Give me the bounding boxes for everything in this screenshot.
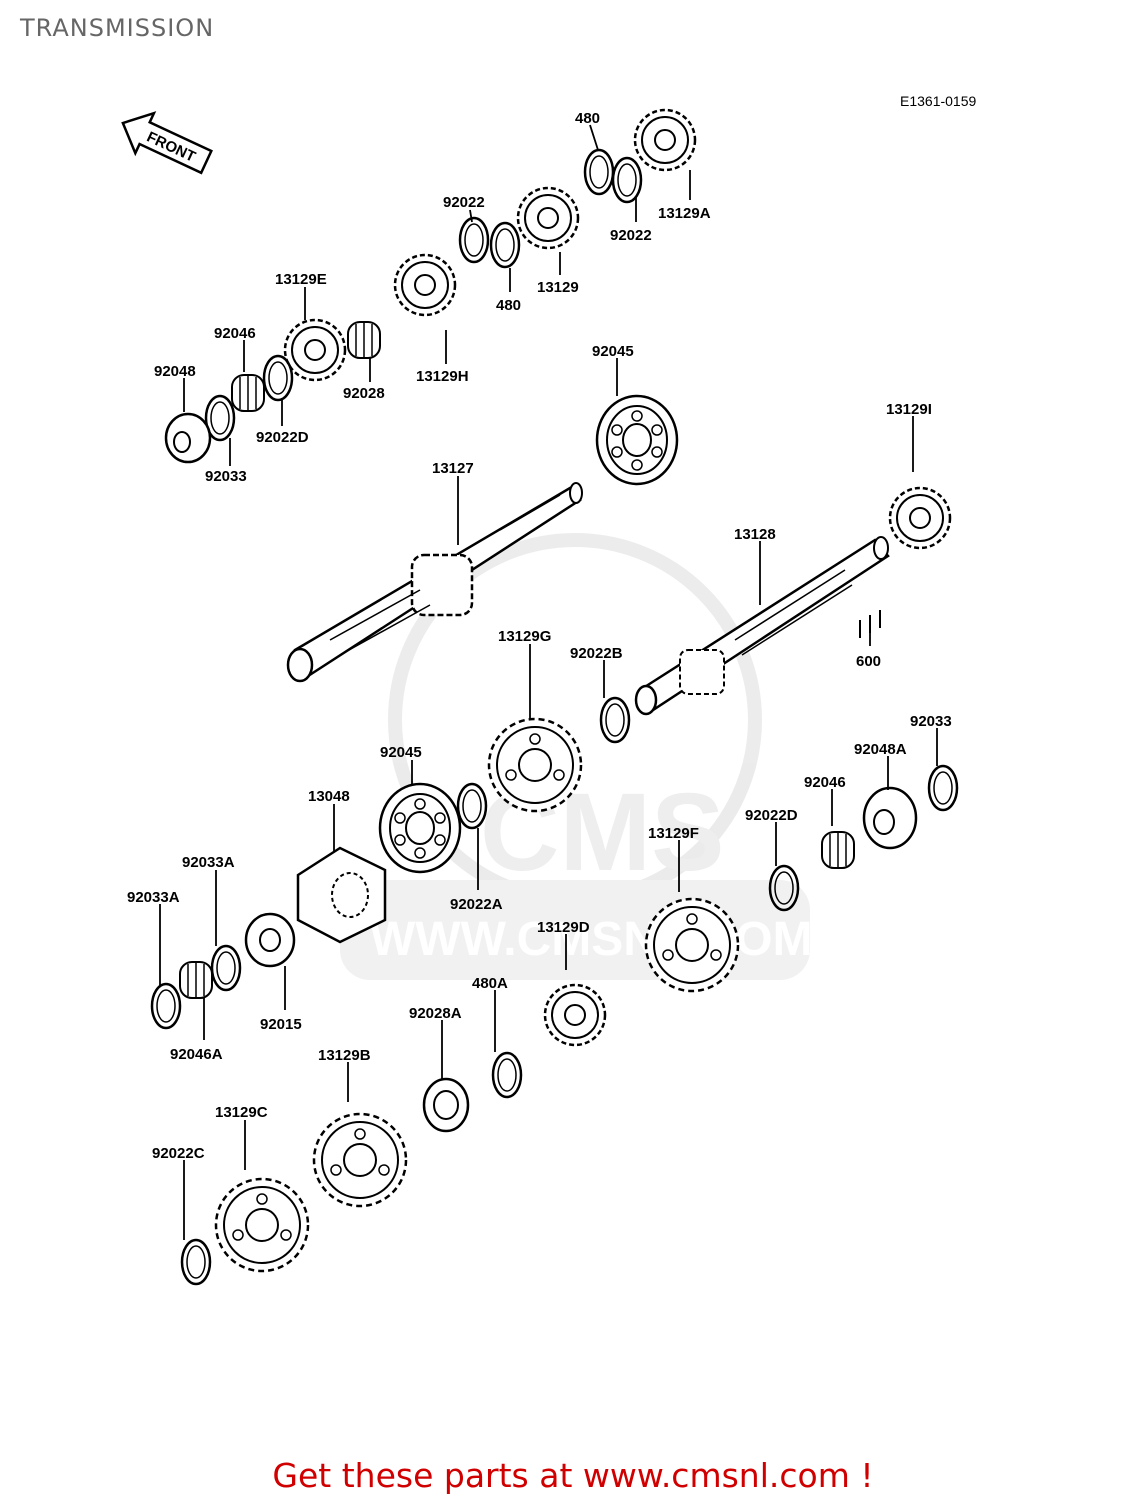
nut-92015: [244, 912, 296, 968]
gear-13129A: [633, 108, 697, 172]
circlip-92033A-b: [150, 982, 182, 1030]
label-13127: 13127: [432, 460, 474, 477]
circlip-480A: [491, 1051, 523, 1099]
gear-13129H: [393, 253, 457, 317]
gear-13129I: [888, 486, 952, 550]
hub-13048: [296, 846, 387, 944]
shaft-13128: [634, 536, 890, 716]
page-title: TRANSMISSION: [20, 14, 215, 42]
label-92046A: 92046A: [170, 1046, 223, 1063]
label-92028A: 92028A: [409, 1005, 462, 1022]
bush-92028A: [422, 1077, 470, 1133]
circlip-92033-b: [927, 764, 959, 812]
gear-13129G: [487, 717, 583, 813]
label-13128: 13128: [734, 526, 776, 543]
label-92048A: 92048A: [854, 741, 907, 758]
label-92022C: 92022C: [152, 1145, 205, 1162]
label-92022B: 92022B: [570, 645, 623, 662]
label-92022D: 92022D: [256, 429, 309, 446]
label-92022A: 92022A: [450, 896, 503, 913]
label-92046-right: 92046: [804, 774, 846, 791]
watermark-url: WWW.CMSNL.COM: [370, 913, 813, 966]
diagram-code: E1361-0159: [900, 93, 977, 109]
gear-13129E: [283, 318, 347, 382]
washer-92022D: [262, 354, 294, 402]
label-92033A-top: 92033A: [182, 854, 235, 871]
collar-92048: [164, 412, 212, 464]
label-13129A: 13129A: [658, 205, 711, 222]
bearing-92046A: [179, 961, 213, 999]
bearing-92045-b: [378, 782, 462, 874]
label-92046: 92046: [214, 325, 256, 342]
gear-13129F: [644, 897, 740, 993]
label-92033-right: 92033: [910, 713, 952, 730]
bearing-92045-a: [595, 394, 679, 486]
label-480-mid: 480: [496, 297, 521, 314]
label-92022D-right: 92022D: [745, 807, 798, 824]
shaft-13127: [286, 482, 583, 683]
part-labels: 480 92022 13129A 92022 480 13129 13129E …: [127, 110, 952, 1162]
washer-92022-b: [458, 216, 490, 264]
washer-92022C: [180, 1238, 212, 1286]
circlip-480-a: [583, 148, 615, 196]
label-13048: 13048: [308, 788, 350, 805]
footer-cta-link[interactable]: Get these parts at www.cmsnl.com !: [272, 1456, 874, 1495]
circlip-92033A-a: [210, 944, 242, 992]
label-13129H: 13129H: [416, 368, 469, 385]
gear-13129: [516, 186, 580, 250]
label-92045-top: 92045: [592, 343, 634, 360]
label-600: 600: [856, 653, 881, 670]
label-92022-top: 92022: [443, 194, 485, 211]
label-480: 480: [575, 110, 600, 127]
washer-92022B: [599, 696, 631, 744]
circlip-480-b: [489, 221, 521, 269]
label-92022-right: 92022: [610, 227, 652, 244]
label-92028: 92028: [343, 385, 385, 402]
collar-92048A: [862, 786, 918, 850]
label-92033A-left: 92033A: [127, 889, 180, 906]
bearing-92046: [231, 374, 265, 412]
label-13129B: 13129B: [318, 1047, 371, 1064]
label-13129F: 13129F: [648, 825, 699, 842]
label-92048: 92048: [154, 363, 196, 380]
leader-lines: [159, 124, 938, 1240]
bearing-92046-b: [821, 831, 855, 869]
bush-92028: [347, 321, 381, 359]
circlip-92022-a: [611, 156, 643, 204]
gear-13129C: [214, 1177, 310, 1273]
label-13129G: 13129G: [498, 628, 551, 645]
label-480A: 480A: [472, 975, 508, 992]
label-13129I: 13129I: [886, 401, 932, 418]
gear-13129B: [312, 1112, 408, 1208]
label-13129D: 13129D: [537, 919, 590, 936]
gear-13129D: [543, 983, 607, 1047]
label-13129C: 13129C: [215, 1104, 268, 1121]
label-92033: 92033: [205, 468, 247, 485]
label-92045-mid: 92045: [380, 744, 422, 761]
label-13129: 13129: [537, 279, 579, 296]
label-92015: 92015: [260, 1016, 302, 1033]
front-arrow-icon: FRONT: [121, 111, 213, 175]
label-13129E: 13129E: [275, 271, 327, 288]
